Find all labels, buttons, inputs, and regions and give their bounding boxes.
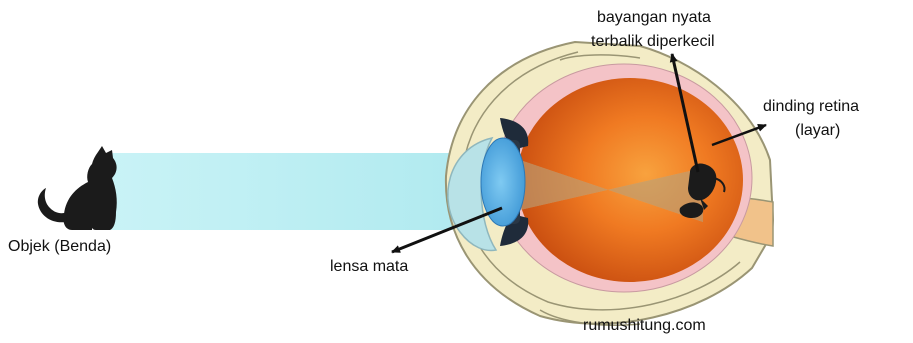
lens-label: lensa mata: [330, 258, 408, 275]
retina-label-line1: dinding retina: [763, 98, 859, 115]
credit-label: rumushitung.com: [583, 317, 706, 334]
image-label-line2: terbalik diperkecil: [591, 33, 715, 50]
light-beam: [108, 153, 500, 230]
retina-label-line2: (layar): [795, 122, 840, 139]
cat-silhouette: [38, 146, 117, 230]
image-label-line1: bayangan nyata: [597, 9, 711, 26]
object-label: Objek (Benda): [8, 238, 111, 255]
